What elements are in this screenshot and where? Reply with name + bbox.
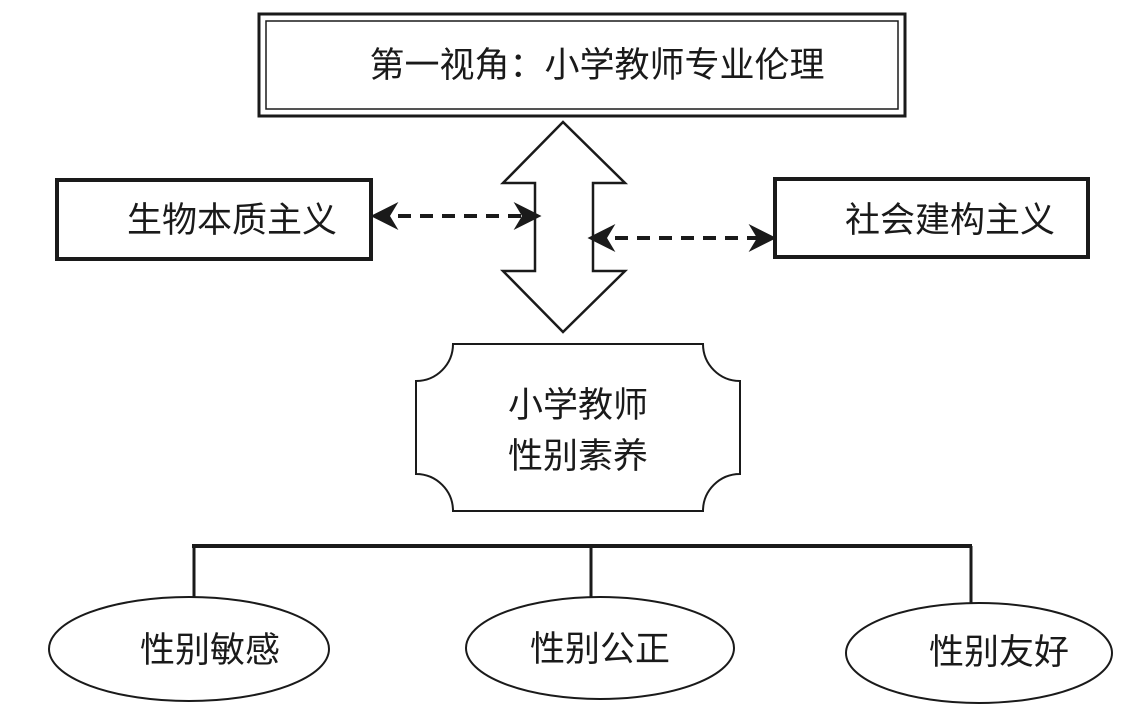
top-box-label: 第一视角：小学教师专业伦理 [369, 46, 824, 86]
left-box: 生物本质主义 [55, 178, 373, 261]
oval-gender-friendly: 性别友好 [845, 602, 1113, 704]
oval-gender-justice-label: 性别公正 [530, 630, 670, 670]
oval-gender-friendly-label: 性别友好 [929, 633, 1069, 673]
oval-gender-sensitivity: 性别敏感 [48, 596, 330, 702]
oval-gender-justice: 性别公正 [465, 596, 735, 700]
center-box: 小学教师 性别素养 [415, 343, 741, 512]
tree-connectors [192, 544, 973, 605]
vertical-double-arrow [500, 120, 629, 334]
oval-gender-sensitivity-label: 性别敏感 [140, 631, 280, 671]
right-box-label: 社会建构主义 [845, 201, 1055, 241]
left-box-label: 生物本质主义 [127, 201, 337, 241]
center-box-line1: 小学教师 [508, 386, 648, 426]
center-box-line2: 性别素养 [508, 437, 648, 477]
top-box: 第一视角：小学教师专业伦理 [257, 12, 907, 118]
right-box: 社会建构主义 [773, 177, 1090, 259]
